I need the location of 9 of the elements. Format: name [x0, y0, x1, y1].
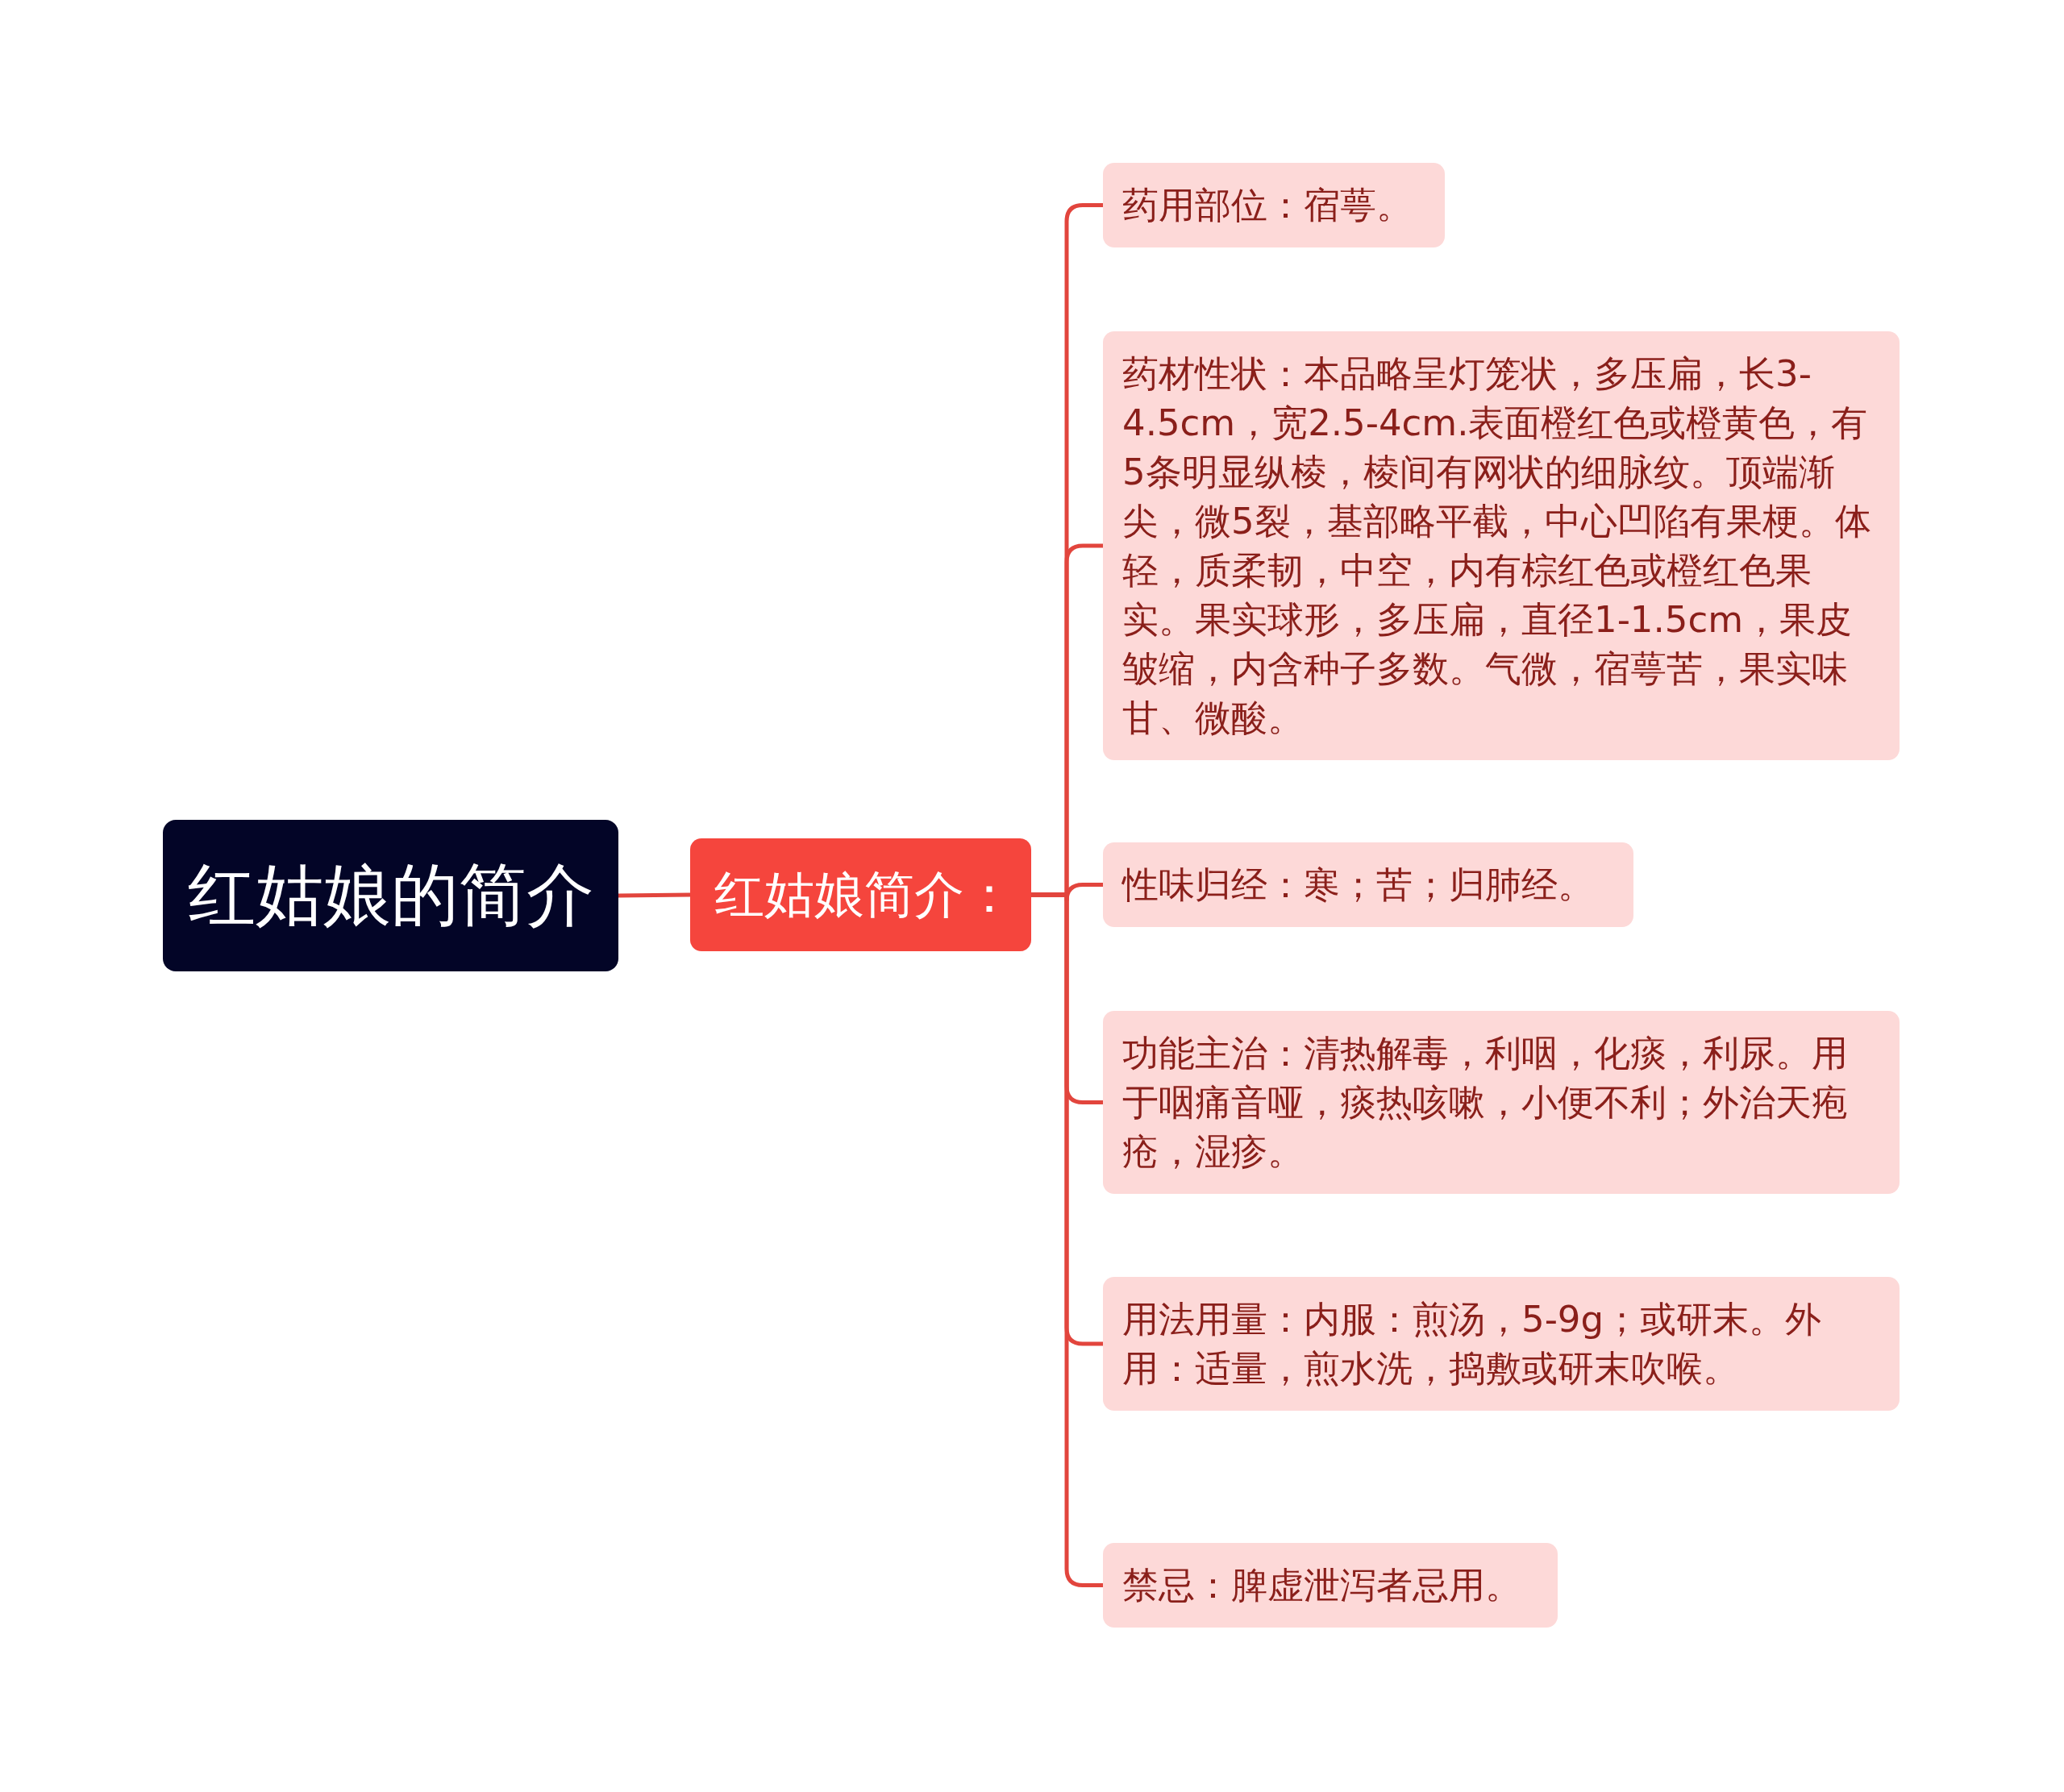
connector-line [618, 892, 691, 898]
subtopic-box: 药材性状：本品略呈灯笼状，多压扁，长3-4.5cm，宽2.5-4cm.表面橙红色或橙黄色，有5条明显纵棱，棱间有网状的细脉纹。顶端渐尖，微5裂，基部略平截，中心凹陷有果梗。体轻，质柔韧，中空，内有棕红色或橙红色果实。果实球形，多压扁，直径1-1.5cm，果皮皱缩，内含种子多数。气微，宿萼苦，果实味甘、微酸。 [1103, 331, 1900, 760]
root-topic-box: 红姑娘的简介 [163, 820, 618, 971]
subtopic-box: 用法用量：内服：煎汤，5-9g；或研末。外用：适量，煎水洗，捣敷或研末吹喉。 [1103, 1277, 1900, 1411]
topic-box: 红姑娘简介： [690, 838, 1031, 951]
subtopic-box: 药用部位：宿萼。 [1103, 163, 1445, 247]
subtopic-box: 禁忌：脾虚泄泻者忌用。 [1103, 1543, 1558, 1628]
subtopic-box: 功能主治：清热解毒，利咽，化痰，利尿。用于咽痛音哑，痰热咳嗽，小便不利；外治天疱疮，湿疹。 [1103, 1011, 1900, 1194]
subtopic-box: 性味归经：寒；苦；归肺经。 [1103, 842, 1633, 927]
